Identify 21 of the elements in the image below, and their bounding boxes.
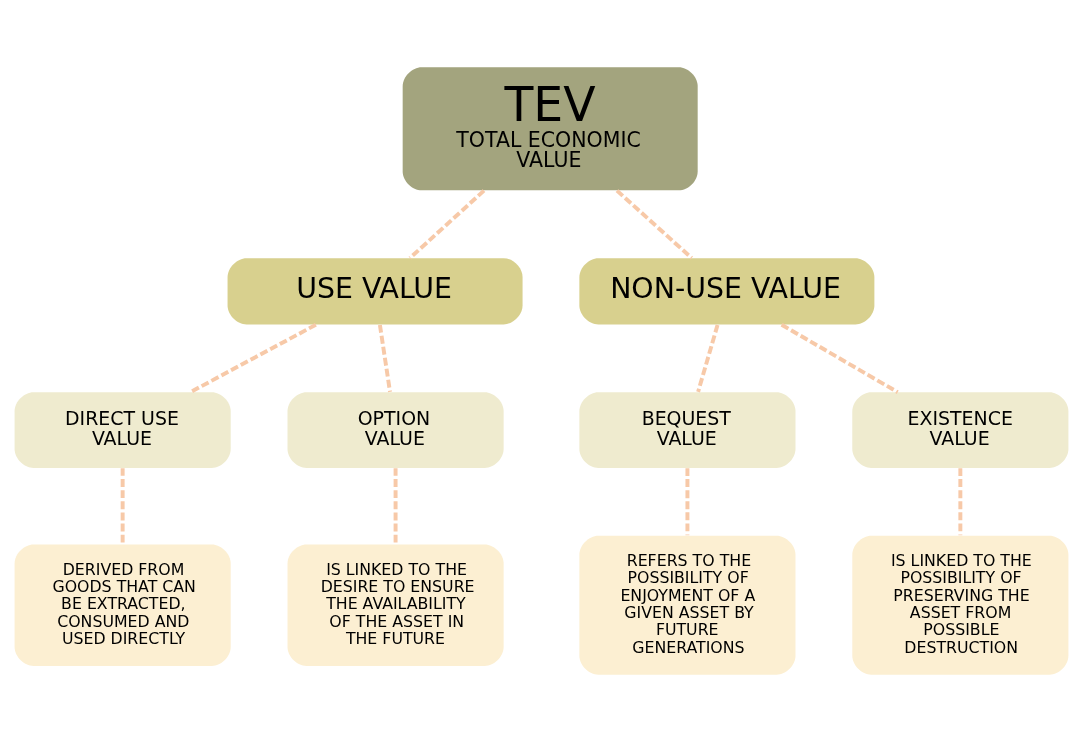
node-box: EXISTENCE VALUE — [852, 392, 1069, 468]
node-box: USE VALUE — [227, 258, 523, 325]
node-box: REFERS TO THE POSSIBILITY OF ENJOYMENT OF A GIVEN ASSET BY FUTURE GENERATIONS — [579, 535, 796, 675]
node-box: NON-USE VALUE — [579, 258, 875, 325]
connector — [958, 468, 963, 536]
node-box: BEQUEST VALUE — [579, 392, 796, 468]
connector — [120, 468, 125, 545]
node-box: IS LINKED TO THE DESIRE TO ENSURE THE AVAILABILITY OF THE ASSET IN THE FUTURE — [287, 544, 504, 666]
node-box: OPTION VALUE — [287, 392, 504, 468]
node-box: DIRECT USE VALUE — [14, 392, 231, 468]
connector — [615, 189, 693, 260]
node-box: IS LINKED TO THE POSSIBILITY OF PRESERVING THE ASSET FROM POSSIBLE DESTRUCTION — [852, 535, 1069, 675]
connector — [189, 322, 317, 394]
connector — [780, 323, 899, 394]
connector — [408, 189, 486, 260]
node-box: TEV TOTAL ECONOMIC VALUE — [402, 67, 698, 191]
connector — [377, 324, 392, 393]
node-box: DERIVED FROM GOODS THAT CAN BE EXTRACTED, CONSUMED AND USED DIRECTLY — [14, 544, 231, 666]
connector — [393, 468, 398, 545]
connector — [696, 324, 720, 393]
connector — [685, 468, 690, 536]
